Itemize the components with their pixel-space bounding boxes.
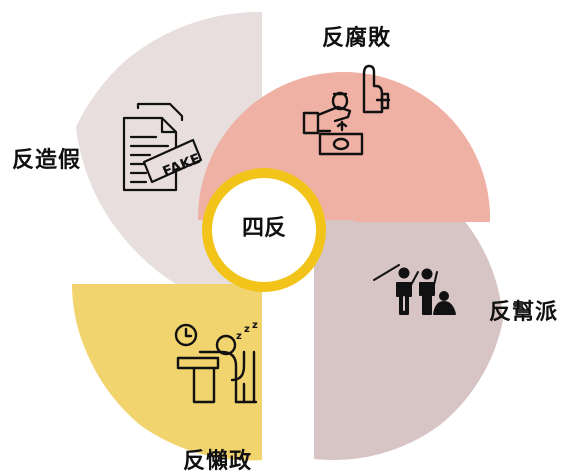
svg-text:z: z: [244, 324, 250, 335]
center-label: 四反: [241, 215, 286, 240]
bribery-icon: [302, 64, 391, 156]
section-label-anti-corruption: 反腐敗: [322, 25, 392, 50]
fake-document-icon: FAKE: [122, 102, 203, 192]
gang-protest-icon: [373, 264, 456, 315]
bottom-petal-arc: [71, 284, 262, 460]
svg-text:z: z: [236, 331, 242, 342]
center-circle: [212, 178, 316, 282]
section-label-anti-laziness: 反懶政: [183, 448, 253, 473]
sleeping-worker-icon: z z z: [174, 320, 258, 404]
section-label-anti-fraud: 反造假: [12, 147, 82, 172]
section-label-anti-gang: 反幫派: [489, 299, 559, 324]
svg-text:z: z: [252, 320, 258, 331]
